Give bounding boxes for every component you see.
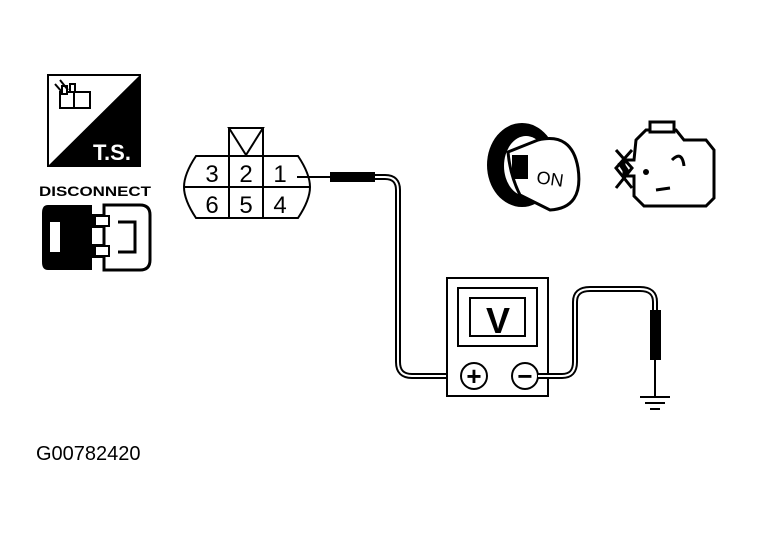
connector-key-triangle: [227, 127, 265, 157]
ground-probe-lead: [538, 286, 661, 396]
ground-symbol-icon: [640, 396, 670, 410]
disconnect-badge: DISCONNECT: [39, 183, 152, 272]
positive-symbol: +: [466, 361, 481, 391]
figure-id: G00782420: [36, 443, 141, 465]
harness-connector: 3 2 1 6 5 4: [182, 127, 312, 219]
pin-4: 4: [273, 192, 286, 219]
disconnect-label: DISCONNECT: [39, 183, 152, 199]
pin-3: 3: [205, 161, 218, 188]
ts-label: T.S.: [93, 140, 131, 165]
positive-terminal: [460, 362, 488, 390]
meter-display: V: [486, 300, 510, 341]
pin-6: 6: [205, 192, 218, 219]
pin-2: 2: [239, 161, 252, 188]
connector-plug-icon: [54, 79, 91, 109]
voltmeter: V + −: [446, 277, 549, 397]
negative-symbol: −: [517, 361, 532, 391]
ignition-on-label: ON: [535, 167, 565, 191]
disconnected-connector-icon: [42, 203, 152, 272]
pin-5: 5: [239, 192, 252, 219]
ignition-key-on-icon: ON: [487, 123, 581, 212]
positive-probe-lead: [297, 172, 458, 379]
pin-1: 1: [273, 161, 286, 188]
engine-off-icon: [614, 120, 716, 208]
ts-badge: T.S.: [47, 74, 141, 167]
